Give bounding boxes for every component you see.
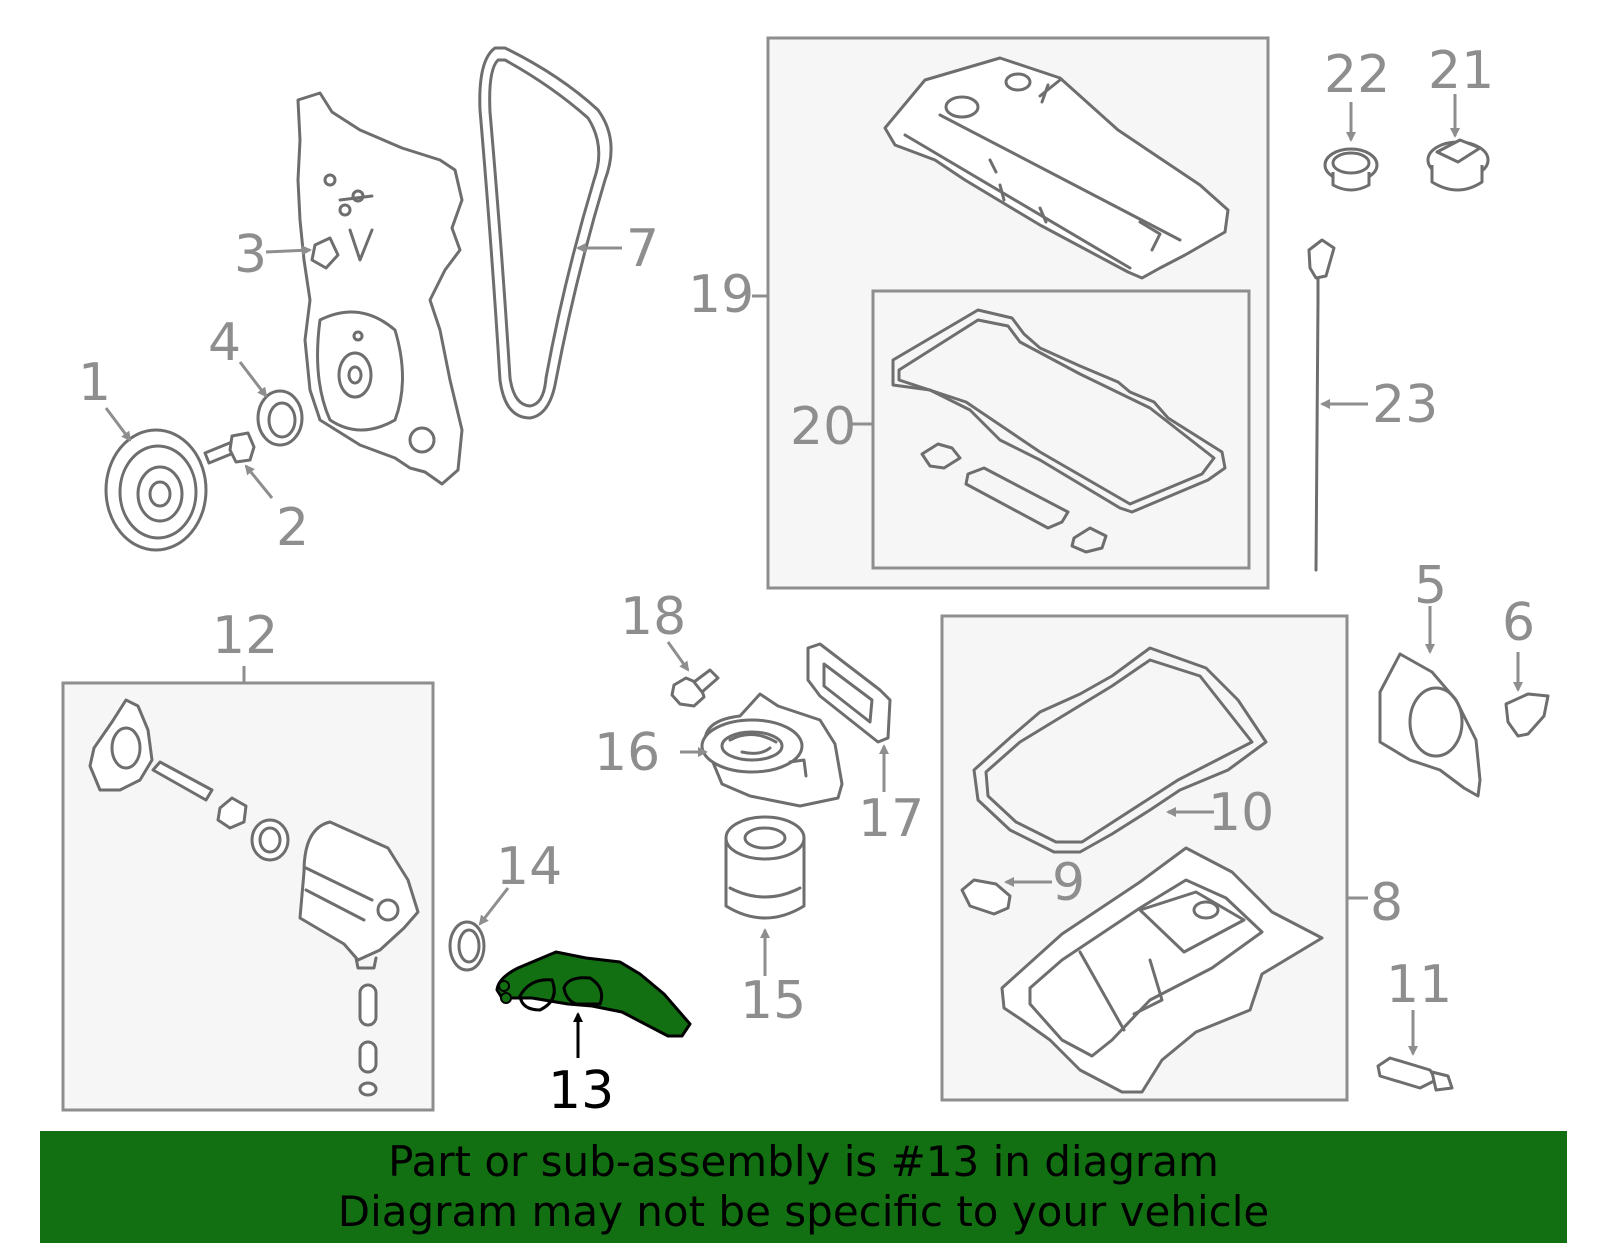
part-15-oil-filter — [724, 815, 806, 920]
part-1-crank-pulley — [104, 428, 208, 552]
part-22-cap — [1323, 147, 1379, 192]
part-12-oil-pump — [88, 698, 420, 1097]
label-12: 12 — [212, 606, 278, 666]
group-box-20 — [871, 289, 1251, 570]
label-22: 22 — [1324, 45, 1390, 105]
part-17-gasket — [806, 642, 892, 744]
part-20-gaskets — [891, 308, 1227, 554]
label-17: 17 — [858, 789, 924, 849]
label-1: 1 — [78, 353, 111, 413]
label-13: 13 — [548, 1061, 614, 1121]
label-7: 7 — [626, 219, 659, 279]
label-6: 6 — [1502, 593, 1535, 653]
label-10: 10 — [1208, 783, 1274, 843]
label-14: 14 — [496, 837, 562, 897]
part-13-oil-pickup[interactable] — [495, 950, 692, 1038]
label-16: 16 — [594, 723, 660, 783]
label-5: 5 — [1414, 556, 1447, 616]
part-10-pan-gasket — [972, 646, 1268, 854]
label-8: 8 — [1370, 873, 1403, 933]
label-20: 20 — [790, 397, 856, 457]
part-18-bolt — [670, 668, 720, 708]
label-11: 11 — [1386, 955, 1452, 1015]
group-box-8 — [940, 614, 1349, 1102]
label-19: 19 — [688, 265, 754, 325]
part-16-oil-filter-housing — [700, 692, 844, 808]
part-2-bolt — [203, 431, 256, 465]
part-9-sensor — [960, 878, 1012, 916]
info-line-2: Diagram may not be specific to your vehi… — [337, 1187, 1270, 1236]
part-19-valve-cover — [883, 56, 1230, 280]
label-9: 9 — [1052, 853, 1085, 913]
label-2: 2 — [276, 498, 309, 558]
part-14-o-ring — [448, 920, 486, 972]
label-23: 23 — [1372, 375, 1438, 435]
label-15: 15 — [740, 971, 806, 1031]
label-21: 21 — [1428, 41, 1494, 101]
part-7-timing-chain — [478, 46, 613, 420]
label-18: 18 — [620, 587, 686, 647]
info-banner: Part or sub-assembly is #13 in diagram D… — [40, 1131, 1567, 1243]
label-4: 4 — [208, 313, 241, 373]
part-5-seal-housing — [1378, 652, 1482, 798]
label-3: 3 — [234, 225, 267, 285]
part-4-seal — [256, 389, 304, 447]
part-6-clip — [1504, 692, 1550, 738]
leader-lines — [104, 94, 1523, 1058]
part-3-timing-cover — [296, 91, 464, 486]
part-11-drain-plug — [1376, 1056, 1454, 1092]
info-line-1: Part or sub-assembly is #13 in diagram — [388, 1137, 1219, 1186]
part-8-oil-pan — [1000, 846, 1324, 1094]
part-21-oil-cap — [1426, 138, 1490, 192]
part-23-dipstick — [1307, 238, 1336, 572]
